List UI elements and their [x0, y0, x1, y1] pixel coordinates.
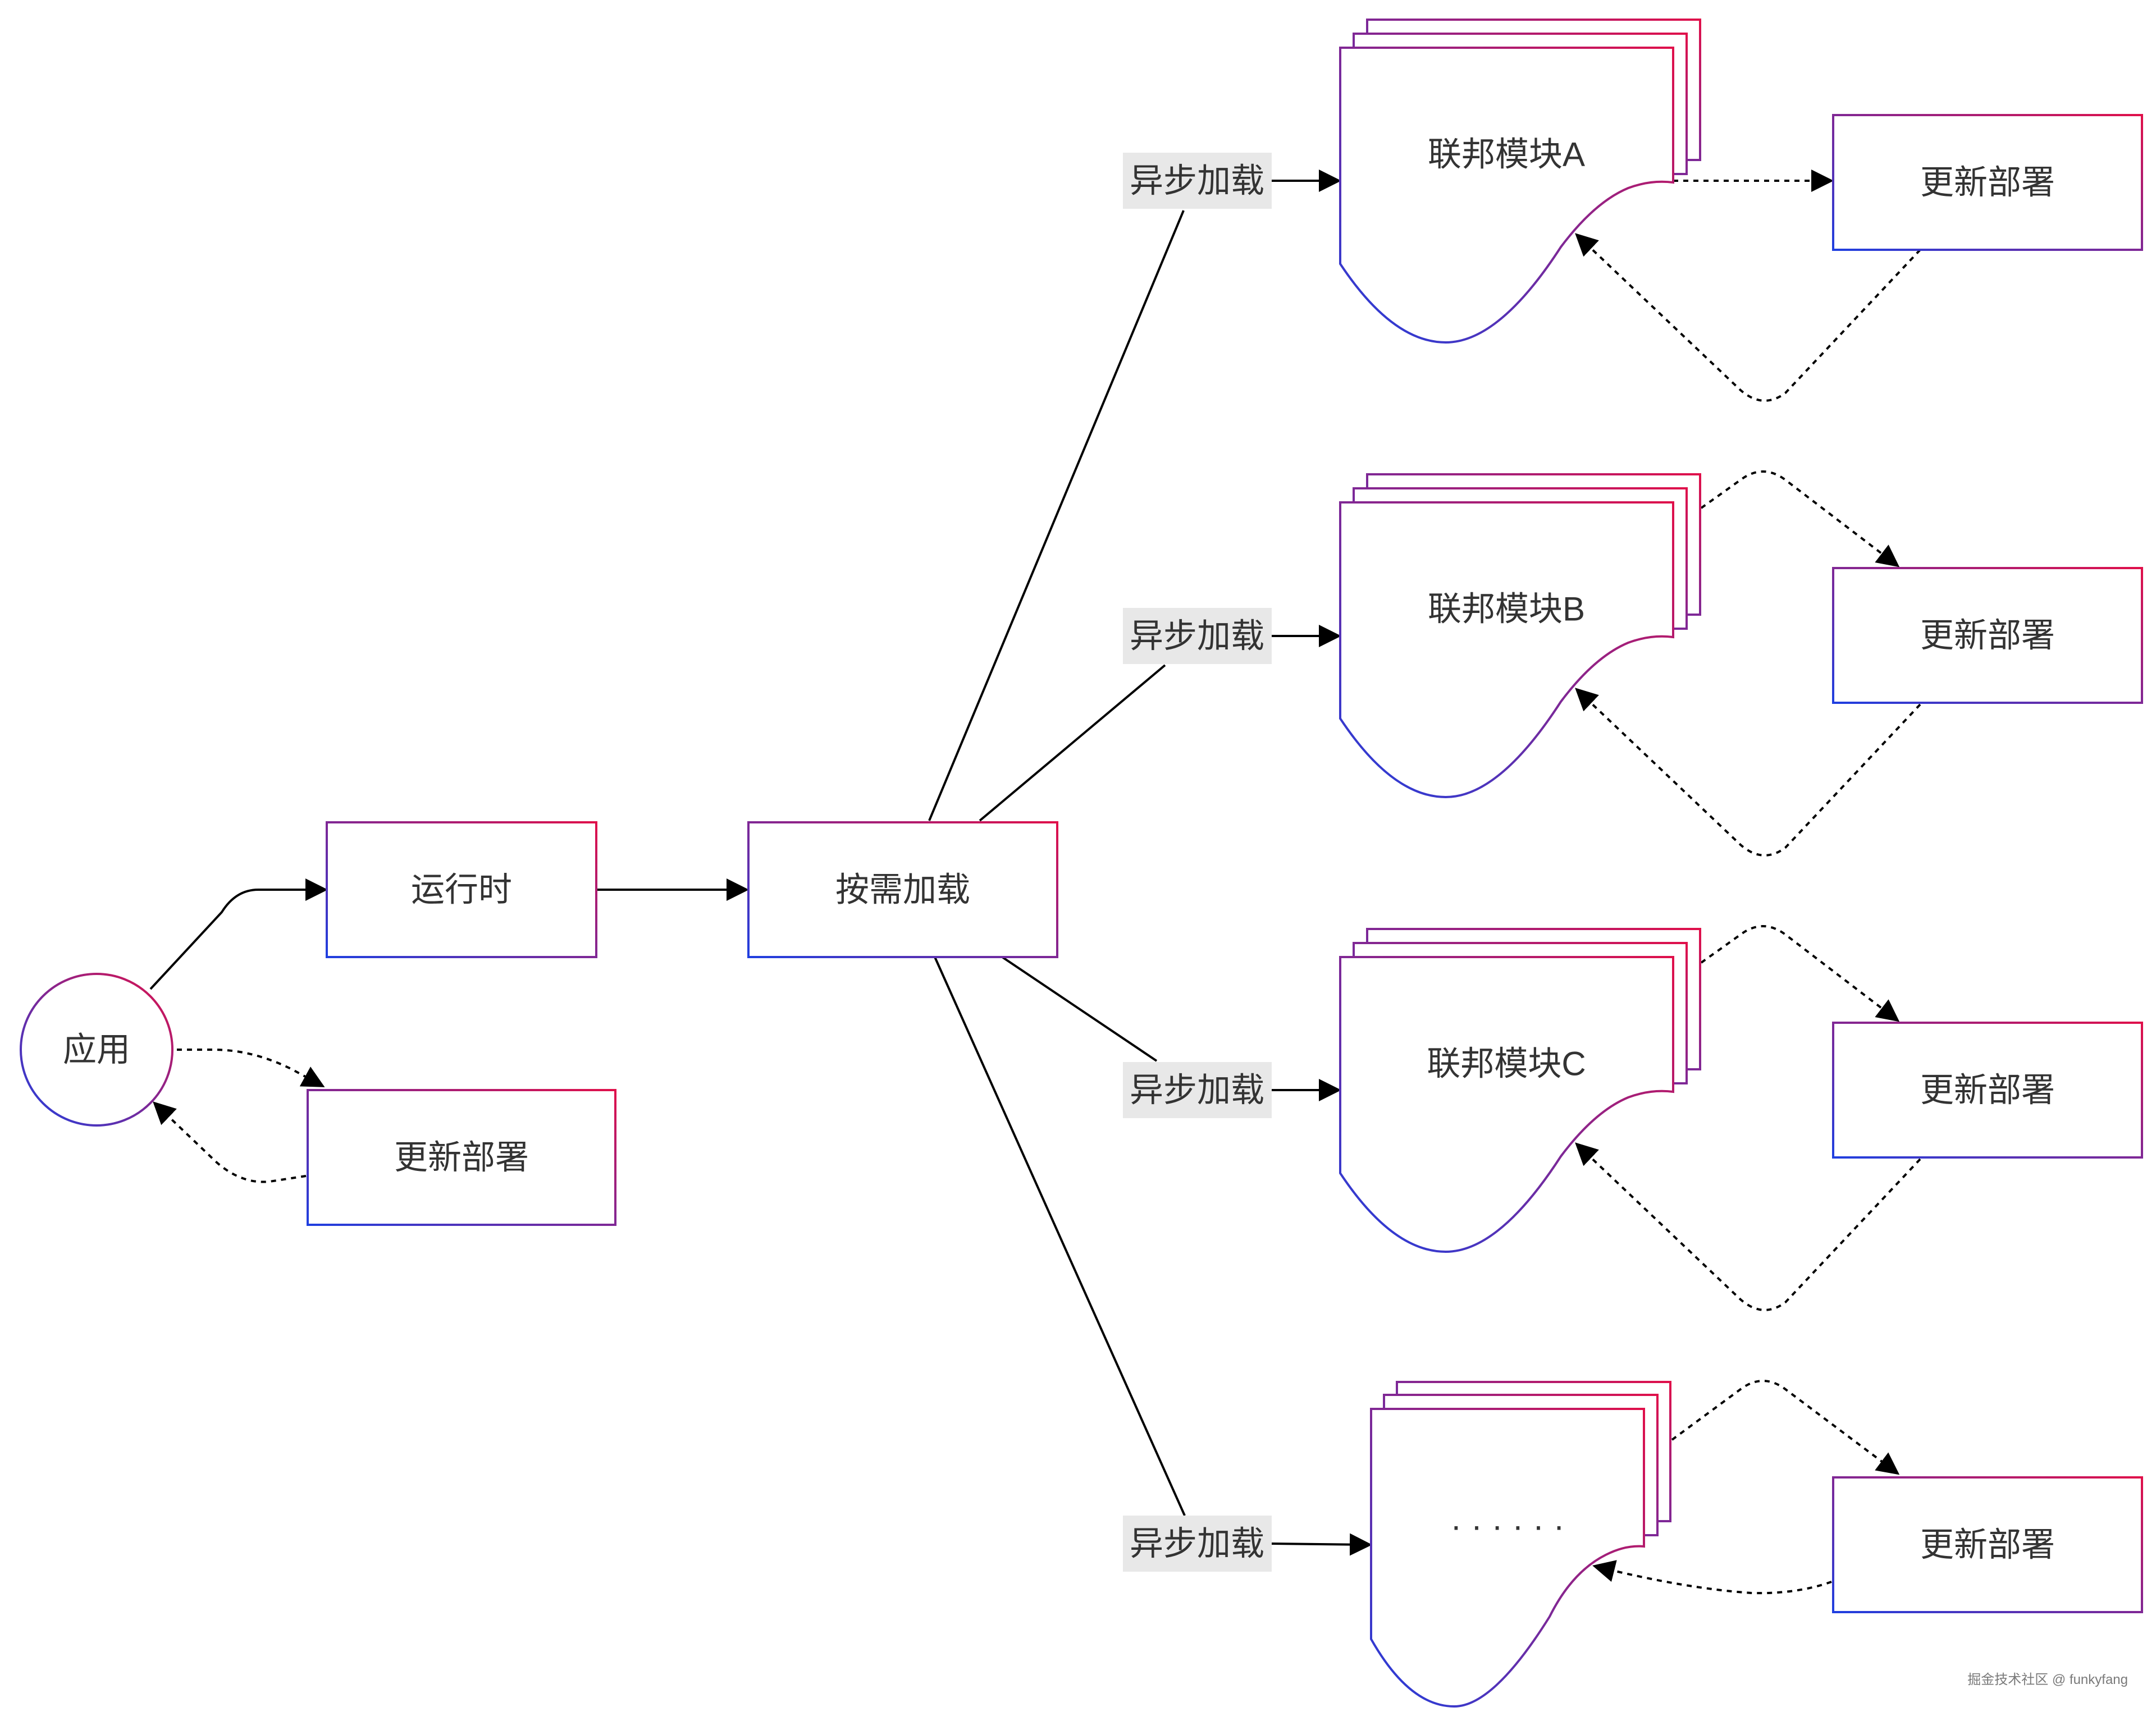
edge-label-async-c-text: 异步加载 [1130, 1072, 1264, 1109]
edge-on-demand-to-async-c [1001, 956, 1158, 1062]
update-more-node-label: 更新部署 [1920, 1526, 2055, 1564]
app-node-label: 应用 [63, 1031, 130, 1069]
update-a-node-label: 更新部署 [1920, 164, 2055, 202]
edge-update-to-app [153, 1101, 307, 1183]
edge-on-demand-to-async-more [934, 956, 1186, 1516]
edge-app-to-runtime [149, 878, 328, 990]
module-c-node[interactable]: 联邦模块C [1339, 928, 1701, 1253]
module-b-node-label: 联邦模块B [1428, 591, 1585, 628]
edge-update-b-to-module-b [1575, 688, 1921, 857]
app-node[interactable]: 应用 [20, 973, 173, 1127]
module-a-node-label: 联邦模块A [1428, 136, 1585, 173]
edge-label-async-c: 异步加载 [1123, 1062, 1272, 1118]
edge-update-c-to-module-c [1575, 1142, 1921, 1311]
edge-label-async-more: 异步加载 [1123, 1516, 1272, 1572]
edges [149, 170, 1921, 1595]
update-b-node-label: 更新部署 [1920, 617, 2055, 654]
edge-label-async-a-text: 异步加载 [1130, 162, 1264, 200]
update-b-node[interactable]: 更新部署 [1832, 567, 2143, 704]
module-more-node[interactable]: · · · · · · [1370, 1381, 1671, 1708]
runtime-node[interactable]: 运行时 [326, 821, 597, 958]
module-more-node-label: · · · · · · [1450, 1507, 1564, 1545]
module-b-node[interactable]: 联邦模块B [1339, 473, 1701, 799]
edge-app-to-update [177, 1049, 325, 1087]
edge-label-async-b-text: 异步加载 [1130, 617, 1264, 655]
app-update-node-label: 更新部署 [394, 1139, 529, 1177]
edge-label-async-b: 异步加载 [1123, 608, 1272, 664]
update-a-node[interactable]: 更新部署 [1832, 114, 2143, 251]
app-update-node[interactable]: 更新部署 [307, 1089, 616, 1226]
edge-on-demand-to-async-b [979, 664, 1166, 822]
module-a-node[interactable]: 联邦模块A [1339, 19, 1701, 344]
update-c-node-label: 更新部署 [1920, 1072, 2055, 1109]
watermark: 掘金技术社区 @ funkyfang [1967, 1672, 2128, 1687]
edge-async-more-to-module-more [1271, 1533, 1372, 1556]
edge-module-more-to-update-more [1671, 1380, 1900, 1475]
update-c-node[interactable]: 更新部署 [1832, 1022, 2143, 1159]
runtime-node-label: 运行时 [411, 871, 512, 909]
module-c-node-label: 联邦模块C [1427, 1045, 1586, 1083]
edge-update-more-to-module-more [1592, 1560, 1832, 1595]
edge-update-a-to-module-a [1575, 233, 1921, 402]
update-more-node[interactable]: 更新部署 [1832, 1476, 2143, 1613]
edge-label-async-a: 异步加载 [1123, 153, 1272, 209]
edge-module-c-to-update-c [1700, 925, 1900, 1022]
on-demand-node[interactable]: 按需加载 [747, 821, 1058, 958]
edge-on-demand-to-async-a [928, 210, 1185, 821]
edge-label-async-more-text: 异步加载 [1130, 1525, 1264, 1563]
on-demand-node-label: 按需加载 [835, 871, 970, 909]
edge-module-b-to-update-b [1700, 470, 1900, 567]
